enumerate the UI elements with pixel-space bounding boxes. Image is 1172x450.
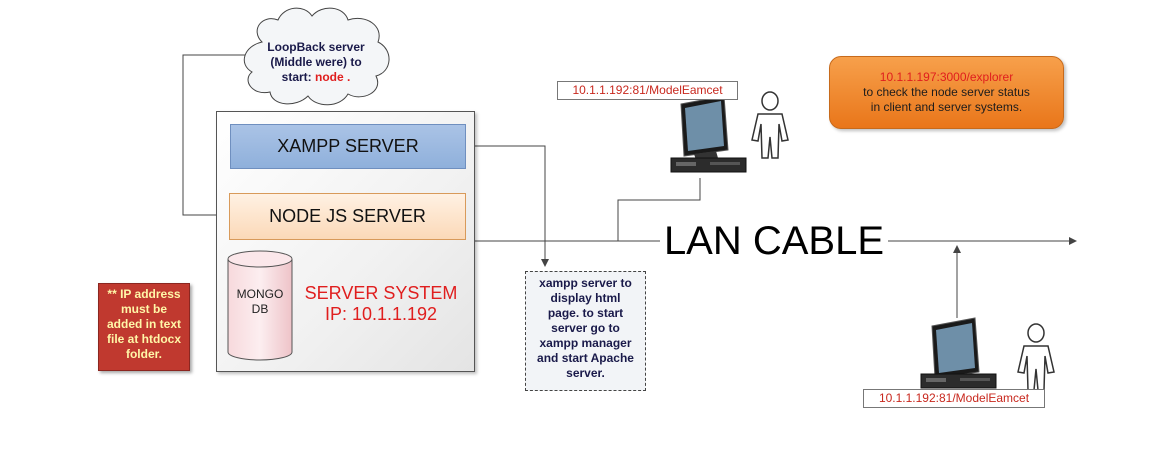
top-client-ip-label: 10.1.1.192:81/ModelEamcet — [557, 81, 738, 100]
cloud-line-2: (Middle were) to — [270, 55, 362, 69]
xampp-note-line: server go to — [551, 321, 620, 335]
xampp-note-line: and start Apache — [537, 351, 634, 365]
mongo-db-label: MONGO DB — [228, 287, 292, 317]
mongo-line-2: DB — [251, 302, 269, 316]
cloud-node-command: node . — [315, 70, 351, 84]
top-client-connector — [617, 178, 701, 241]
note-line: folder. — [125, 347, 162, 361]
xampp-instructions-note: xampp server to display html page. to st… — [525, 271, 646, 391]
xampp-note-line: server. — [566, 366, 605, 380]
xampp-note-line: page. to start — [547, 306, 624, 320]
xampp-note-line: xampp manager — [539, 336, 632, 350]
loopback-connector — [182, 54, 252, 219]
cloud-line-3-prefix: start: — [281, 70, 315, 84]
explorer-url: 10.1.1.197:3000/explorer — [879, 70, 1014, 84]
xampp-note-line: xampp server to — [539, 276, 632, 290]
note-line: file at htdocx — [106, 332, 181, 346]
computer-icon — [670, 95, 747, 173]
note-line: must be — [120, 302, 167, 316]
cloud-line-3: start: node . — [252, 70, 380, 85]
server-system-ip: IP: 10.1.1.192 — [324, 304, 438, 324]
mongo-line-1: MONGO — [236, 287, 284, 301]
note-line: ** IP address — [107, 287, 181, 301]
xampp-note-line: display html — [550, 291, 621, 305]
explorer-desc-line-2: in client and server systems. — [870, 100, 1023, 114]
note-line: added in text — [106, 317, 181, 331]
cloud-line-1: LoopBack server — [267, 40, 365, 54]
computer-icon — [920, 317, 997, 389]
node-js-server-box: NODE JS SERVER — [229, 193, 466, 240]
xampp-server-box: XAMPP SERVER — [230, 124, 466, 169]
bottom-client-ip-label: 10.1.1.192:81/ModelEamcet — [863, 389, 1045, 408]
xampp-note-connector — [466, 145, 549, 267]
lan-cable-label: LAN CABLE — [660, 217, 888, 265]
server-system-name: SERVER SYSTEM — [304, 283, 458, 303]
loopback-cloud-text: LoopBack server (Middle were) to start: … — [252, 40, 380, 85]
user-icon — [751, 91, 789, 159]
user-icon — [1017, 323, 1055, 391]
server-system-title: SERVER SYSTEM IP: 10.1.1.192 — [294, 283, 468, 325]
explorer-desc-line-1: to check the node server status — [863, 85, 1030, 99]
explorer-callout: 10.1.1.197:3000/explorer to check the no… — [829, 56, 1064, 129]
ip-address-note: ** IP address must be added in text file… — [98, 283, 190, 371]
